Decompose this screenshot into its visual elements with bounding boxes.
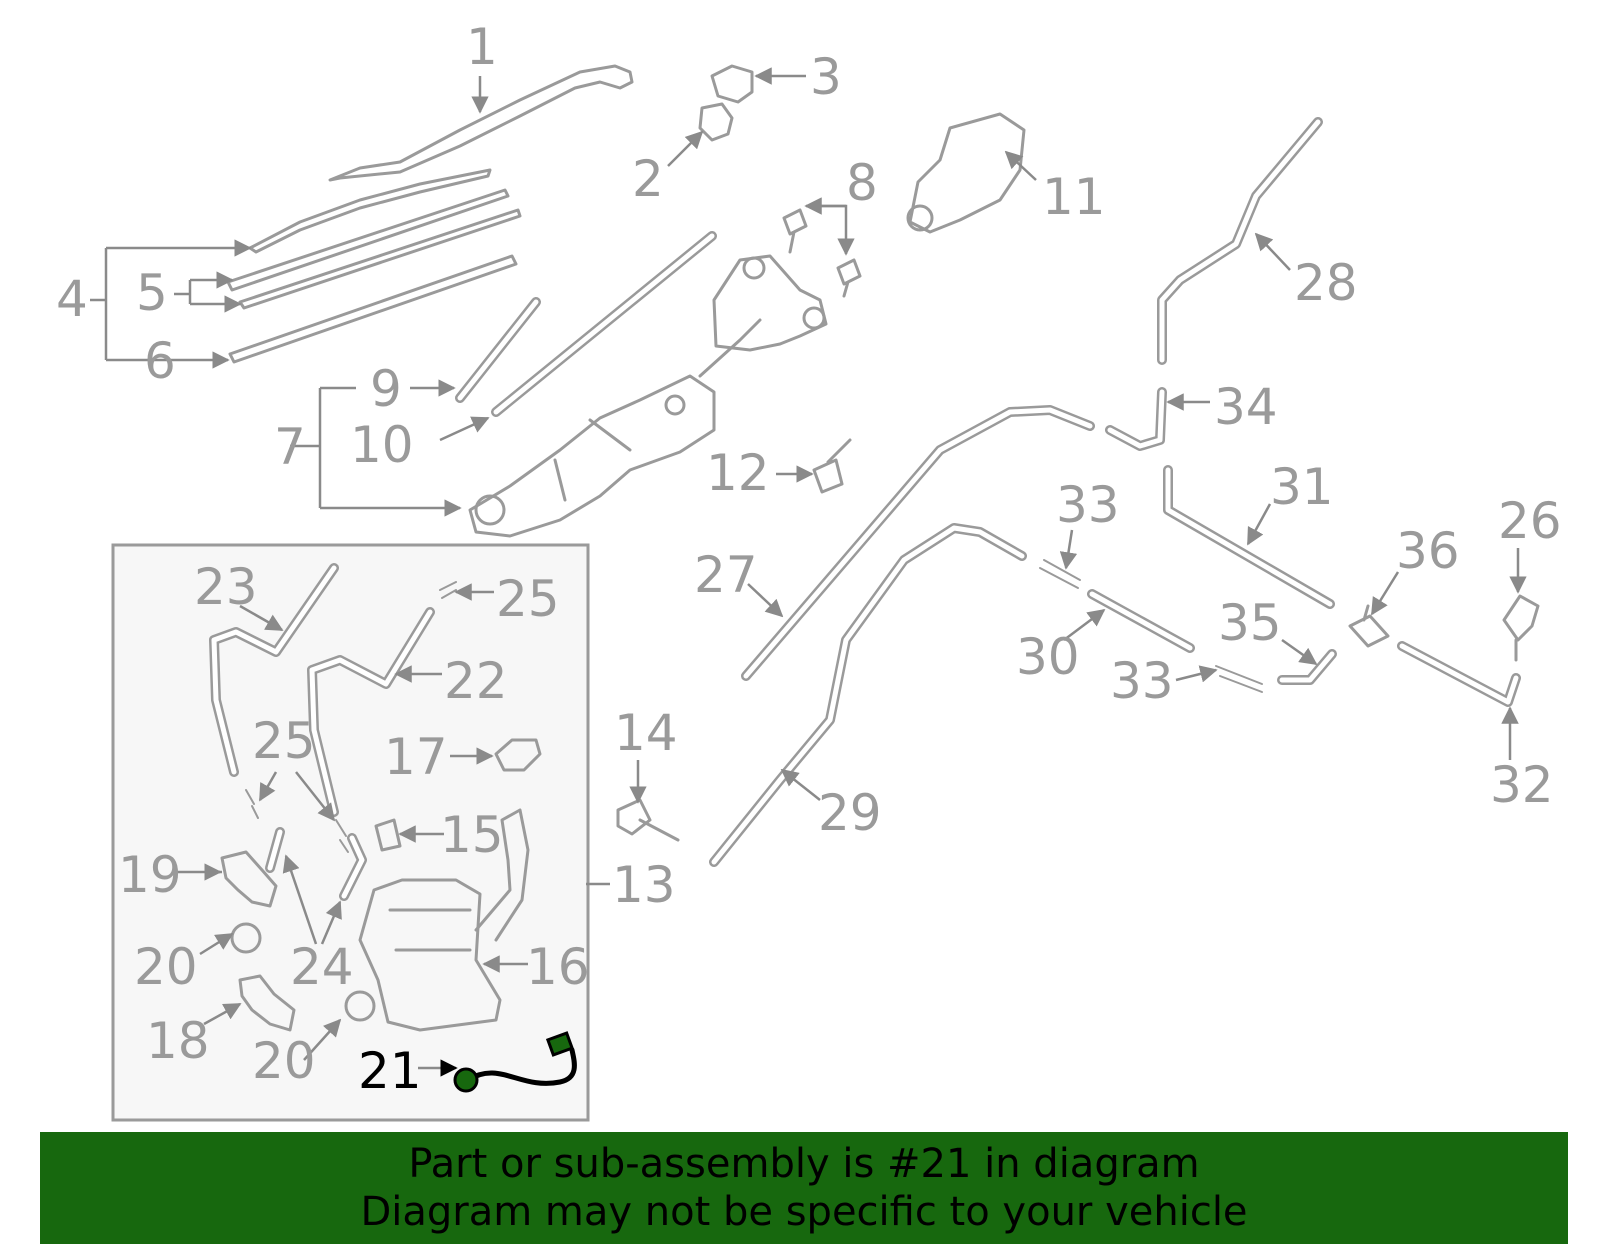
callout-15: 15	[440, 806, 504, 864]
part-16-reservoir[interactable]	[358, 808, 530, 1032]
callout-28: 28	[1294, 254, 1358, 312]
part-36-t-connector[interactable]	[1348, 604, 1390, 648]
part-23-hose[interactable]	[209, 563, 339, 777]
part-15-clip[interactable]	[374, 818, 402, 852]
part-21-level-sensor[interactable]	[453, 1031, 577, 1093]
part-32-hose[interactable]	[1397, 641, 1521, 707]
leader-lines	[90, 67, 1527, 1077]
pivot-bracket	[712, 254, 828, 352]
callout-20a: 20	[134, 938, 198, 996]
callout-35: 35	[1218, 594, 1282, 652]
part-31-hose[interactable]	[1163, 465, 1335, 609]
callout-34: 34	[1214, 378, 1278, 436]
part-12-bolt[interactable]	[812, 438, 852, 494]
callout-21: 21	[358, 1042, 422, 1100]
part-8-bolt[interactable]	[782, 208, 862, 298]
callout-36: 36	[1396, 522, 1460, 580]
callout-18: 18	[146, 1012, 210, 1070]
callout-25a: 25	[496, 570, 560, 628]
info-banner: Part or sub-assembly is #21 in diagram D…	[40, 1132, 1568, 1244]
part-7-linkage-assembly[interactable]	[468, 318, 762, 538]
part-10-link-rod[interactable]	[491, 231, 717, 417]
callout-17: 17	[384, 728, 448, 786]
part-6-blade-refill[interactable]	[228, 254, 518, 364]
callout-33a: 33	[1056, 476, 1120, 534]
part-19-pump[interactable]	[220, 850, 278, 908]
callout-23: 23	[194, 558, 258, 616]
callout-33b: 33	[1110, 652, 1174, 710]
part-27-hose[interactable]	[741, 405, 1095, 681]
banner-line-1: Part or sub-assembly is #21 in diagram	[408, 1141, 1200, 1187]
part-25-connector[interactable]	[245, 581, 457, 853]
part-14-bolt[interactable]	[616, 798, 680, 842]
part-22-hose[interactable]	[307, 607, 435, 817]
banner-line-2: Diagram may not be specific to your vehi…	[360, 1189, 1248, 1235]
callout-11: 11	[1042, 168, 1106, 226]
callout-13: 13	[612, 856, 676, 914]
part-24-hose[interactable]	[265, 827, 367, 901]
callout-22: 22	[444, 652, 508, 710]
part-30-hose[interactable]	[1087, 589, 1195, 653]
part-4-wiper-blade[interactable]	[248, 168, 492, 254]
callout-3: 3	[810, 48, 842, 106]
callout-31: 31	[1270, 458, 1334, 516]
part-26-nozzle[interactable]	[1502, 594, 1540, 662]
part-34-connector[interactable]	[1105, 387, 1167, 451]
callout-27: 27	[694, 546, 758, 604]
part-9-link-rod[interactable]	[455, 297, 541, 403]
part-2-nut[interactable]	[698, 102, 734, 142]
callout-10: 10	[350, 416, 414, 474]
callout-32: 32	[1490, 756, 1554, 814]
callout-labels: 1 2 3 4 5 6 7 8 9 10 11 12 13 14 15 16 1…	[56, 18, 1562, 1100]
part-11-wiper-motor[interactable]	[906, 112, 1026, 234]
callout-24: 24	[290, 938, 354, 996]
callout-14: 14	[614, 704, 678, 762]
part-3-cap[interactable]	[710, 64, 754, 104]
reservoir-subassembly-box	[111, 543, 590, 1122]
callout-2: 2	[632, 150, 664, 208]
callout-5: 5	[136, 264, 168, 322]
part-1-wiper-arm[interactable]	[328, 64, 634, 182]
callout-25b: 25	[252, 712, 316, 770]
callout-9: 9	[370, 360, 402, 418]
part-35-hose[interactable]	[1277, 649, 1337, 685]
callout-8: 8	[846, 154, 878, 212]
callout-16: 16	[526, 938, 590, 996]
callout-4: 4	[56, 270, 88, 328]
part-5-blade-refill[interactable]	[226, 188, 522, 310]
part-33-connector[interactable]	[1039, 559, 1263, 693]
callout-26: 26	[1498, 492, 1562, 550]
part-28-hose[interactable]	[1157, 117, 1323, 365]
callout-12: 12	[706, 444, 770, 502]
callout-7: 7	[274, 418, 306, 476]
callout-19: 19	[118, 846, 182, 904]
callout-29: 29	[818, 784, 882, 842]
callout-1: 1	[466, 18, 498, 76]
callout-6: 6	[144, 332, 176, 390]
part-17-cap[interactable]	[494, 738, 542, 772]
part-18-pump[interactable]	[238, 974, 296, 1032]
callout-30: 30	[1016, 628, 1080, 686]
callout-20b: 20	[252, 1032, 316, 1090]
